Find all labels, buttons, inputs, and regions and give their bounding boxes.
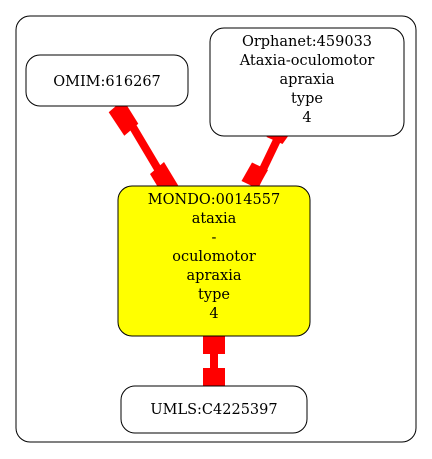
node-mondo-label-line-1: MONDO:0014557 (148, 192, 280, 208)
node-mondo-label-line-3: - (212, 230, 217, 246)
node-umls-label: UMLS:C4225397 (150, 402, 277, 418)
edge-mondo-to-umls (203, 334, 225, 390)
node-omim-box (25, 54, 189, 107)
node-mondo-box (117, 185, 311, 337)
node-orphanet-label-line-1: Orphanet:459033 (242, 34, 372, 50)
node-mondo-label-line-5: apraxia (187, 268, 242, 284)
node-orphanet-label-line-5: 4 (302, 110, 311, 126)
node-orphanet-box (209, 27, 405, 137)
node-umls-box (120, 385, 308, 434)
edge-tail-marker (203, 334, 225, 354)
edge-tail-marker (108, 99, 139, 136)
node-orphanet-label-line-4: type (291, 91, 323, 107)
node-orphanet-label-line-2: Ataxia-oculomotor (239, 53, 375, 69)
edge-head-marker (203, 368, 225, 390)
node-mondo[interactable]: MONDO:0014557 ataxia - oculomotor apraxi… (117, 185, 311, 337)
node-mondo-label-line-7: 4 (209, 306, 218, 322)
node-mondo-label-line-6: type (198, 287, 230, 303)
node-omim-label: OMIM:616267 (53, 74, 161, 90)
node-omim[interactable]: OMIM:616267 (25, 54, 189, 107)
node-orphanet-label-line-3: apraxia (280, 72, 335, 88)
node-umls[interactable]: UMLS:C4225397 (120, 385, 308, 434)
node-orphanet[interactable]: Orphanet:459033 Ataxia-oculomotor apraxi… (209, 27, 405, 137)
edge-head-marker (241, 162, 268, 189)
node-mondo-label-line-2: ataxia (192, 211, 237, 227)
node-mondo-label-line-4: oculomotor (172, 249, 256, 265)
